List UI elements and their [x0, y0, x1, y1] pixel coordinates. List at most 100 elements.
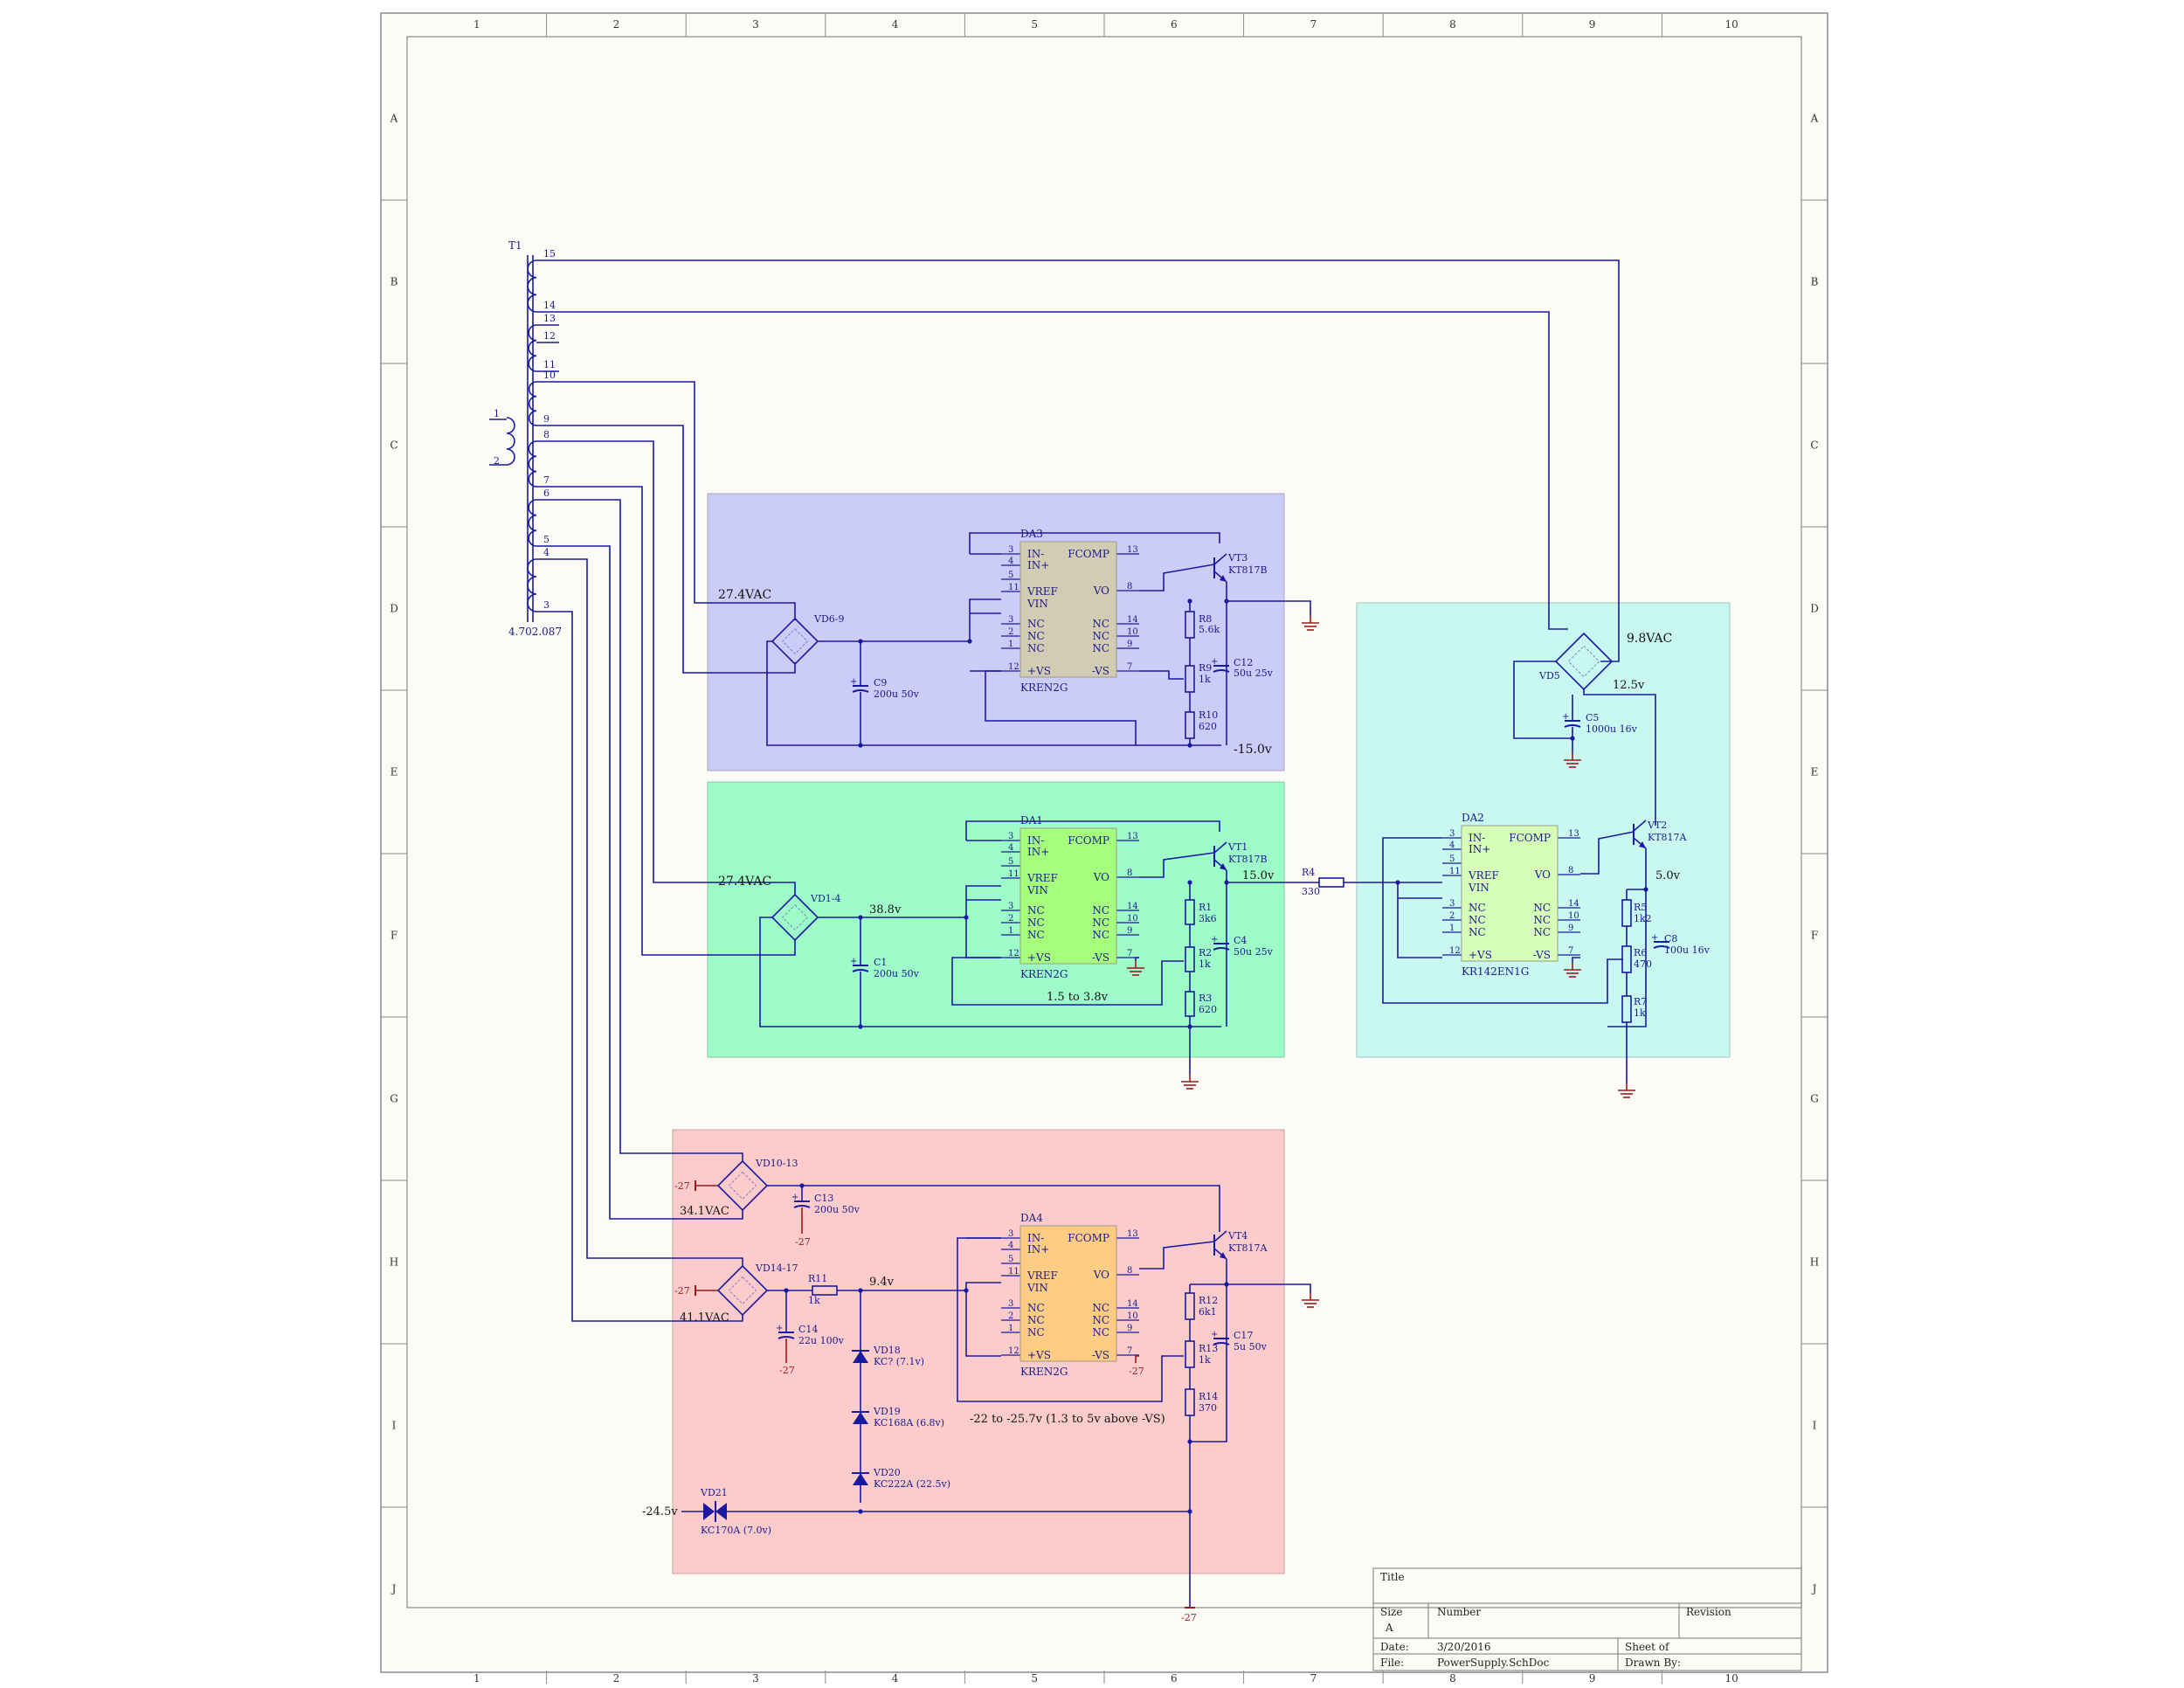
col-label-bottom: 3	[752, 1672, 759, 1685]
ic-pin-name: VIN	[1026, 598, 1048, 610]
out-label: -15.0v	[1234, 743, 1272, 757]
cap-plus: +	[776, 1324, 783, 1333]
bridge-ref: VD10-13	[755, 1158, 798, 1169]
wire	[559, 611, 743, 1322]
bridge-vd14-17-inner	[729, 1276, 757, 1304]
row-label-right: E	[1811, 766, 1819, 778]
zener-part: KC? (7.1v)	[874, 1356, 924, 1367]
junction	[1224, 1282, 1229, 1287]
cap-plus: +	[1562, 712, 1569, 722]
neg-label: -27	[674, 1180, 690, 1192]
ic-pin-num: 3	[1008, 1299, 1013, 1309]
neg-label: -27	[779, 1365, 795, 1376]
ic-pin-name: FCOMP	[1068, 548, 1109, 560]
row-label-left: J	[390, 1583, 397, 1595]
res-ref: R9	[1199, 662, 1212, 674]
wire	[1607, 848, 1647, 1027]
bridge-vd14-17	[716, 1264, 769, 1317]
cap-value: 22u 100v	[798, 1335, 845, 1346]
ic-pin-num: 4	[1449, 841, 1455, 850]
components	[506, 255, 1670, 1522]
block-shading	[672, 493, 1731, 1574]
ic-ref: DA3	[1020, 528, 1043, 540]
ic-da2	[1461, 825, 1559, 962]
cap-ref: C8	[1664, 933, 1677, 944]
ic-pin-num: 12	[1008, 1346, 1019, 1356]
ic-pin-num: 3	[1008, 902, 1013, 911]
ic-pin-num: 13	[1568, 829, 1579, 839]
ic-pin-name: NC	[1027, 618, 1045, 630]
cap-c14	[778, 1336, 795, 1339]
bridge-vd10-13-inner	[729, 1172, 757, 1200]
col-label-top: 4	[892, 18, 899, 31]
res-ref: R13	[1199, 1343, 1218, 1354]
transistor-vt1	[1213, 841, 1227, 854]
zener-part: KC222A (22.5v)	[874, 1478, 950, 1490]
ic-pin-num: 12	[1449, 946, 1461, 956]
ic-pin-num: 3	[1449, 829, 1455, 839]
ic-pin-name: +VS	[1027, 665, 1051, 677]
ic-pin-num: 8	[1568, 866, 1573, 875]
res-r2	[1185, 946, 1195, 972]
junction	[1395, 880, 1400, 885]
junction	[964, 915, 969, 920]
ic-pin-name: IN+	[1027, 559, 1049, 571]
bridge-ref: VD1-4	[810, 893, 840, 904]
row-label-left: F	[390, 930, 397, 942]
ic-pin-name: NC	[1469, 902, 1486, 914]
res-value: 1k	[1199, 958, 1211, 970]
ic-pin-name: +VS	[1027, 951, 1051, 964]
cap-value: 50u 25v	[1234, 946, 1274, 958]
res-value: 470	[1634, 958, 1652, 970]
cap-plus: +	[1651, 933, 1658, 943]
res-ref: R6	[1634, 947, 1647, 958]
zener-ref: VD19	[873, 1406, 901, 1417]
ic-pin-num: 11	[1008, 1267, 1019, 1276]
cap-plus: +	[791, 1193, 798, 1202]
tb-outline	[1372, 1567, 1802, 1671]
zener-ref: VD20	[873, 1467, 901, 1478]
ic-part: KREN2G	[1020, 968, 1068, 980]
junction	[858, 743, 863, 748]
ic-pin-name: FCOMP	[1509, 832, 1551, 844]
cap-value: 100u 16v	[1664, 944, 1711, 956]
wire	[965, 1290, 1001, 1357]
ic-pin-num: 3	[1008, 545, 1013, 555]
bridge-vd1-4-inner	[782, 904, 808, 930]
pin-num: 12	[543, 330, 556, 342]
ic-pin-num: 14	[1127, 1299, 1138, 1309]
out-label: 15.0v	[1242, 869, 1275, 882]
ic-pin-num: 9	[1127, 926, 1132, 936]
ic-pin-num: 2	[1008, 1311, 1013, 1321]
ic-pin-name: NC	[1092, 642, 1109, 654]
res-r13	[1185, 1340, 1195, 1368]
ic-pin-num: 11	[1008, 583, 1019, 592]
wire	[951, 957, 1184, 1006]
transistor-ref: VT4	[1227, 1230, 1248, 1242]
ic-ref: DA4	[1020, 1212, 1043, 1224]
res-ref: R1	[1199, 902, 1212, 913]
transistor-ref: VT1	[1227, 841, 1248, 853]
transistor-vt3-arrow	[1220, 575, 1227, 582]
ic-pin-name: NC	[1533, 926, 1551, 938]
t1-sec-coil-4-3	[527, 558, 537, 612]
ic-pin-name: VREF	[1468, 869, 1499, 882]
res-ref: R5	[1634, 902, 1647, 913]
wire	[985, 670, 1137, 745]
ac-label: 34.1VAC	[680, 1205, 729, 1218]
tb-title-label: Title	[1380, 1571, 1405, 1583]
col-label-bottom: 6	[1171, 1672, 1178, 1685]
wire	[559, 311, 1568, 630]
transistor-vt4-arrow	[1220, 1252, 1227, 1259]
col-label-bottom: 8	[1449, 1672, 1456, 1685]
bridge-vd6-9-inner	[782, 628, 808, 654]
zener-part: KC168A (6.8v)	[874, 1417, 944, 1429]
ic-pin-num: 2	[1008, 914, 1013, 924]
transistor-part: KT817A	[1648, 832, 1688, 843]
junction	[1187, 743, 1192, 748]
res-ref: R14	[1199, 1391, 1218, 1402]
ic-part: KR142EN1G	[1462, 965, 1529, 978]
row-label-right: G	[1810, 1093, 1819, 1105]
pin-num: 9	[543, 413, 549, 425]
ic-pin-name: NC	[1092, 1326, 1109, 1339]
